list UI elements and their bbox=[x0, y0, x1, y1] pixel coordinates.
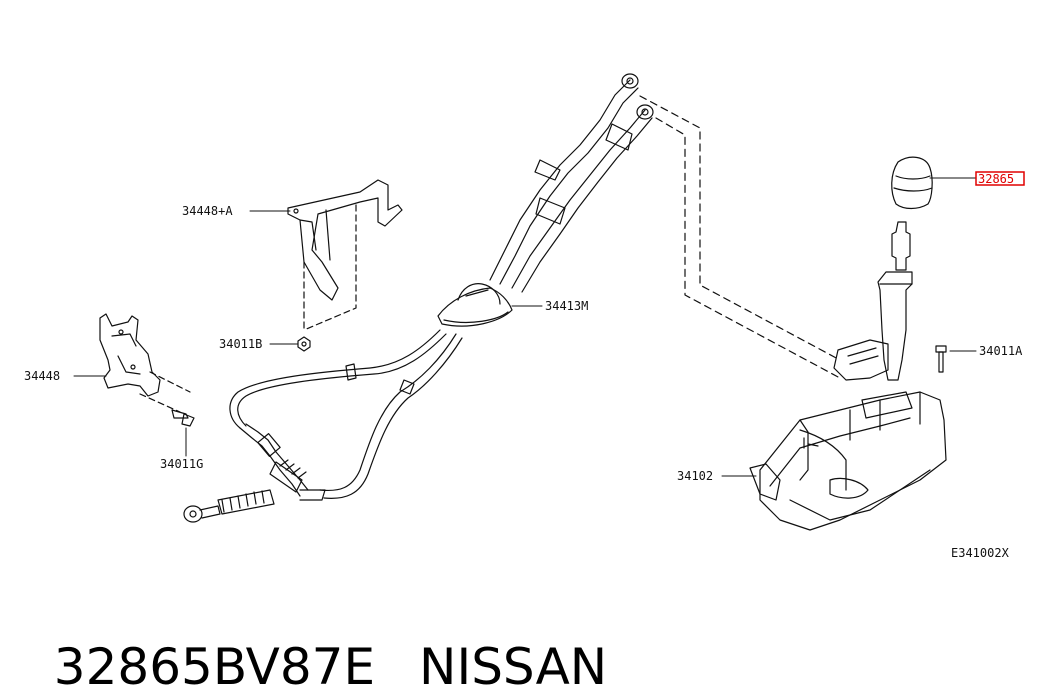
label-34413m: 34413M bbox=[545, 299, 588, 313]
bracket-34448 bbox=[99, 313, 161, 397]
grommet-34413m bbox=[437, 283, 513, 327]
cable-end-assembly bbox=[183, 423, 326, 523]
control-cable-select bbox=[489, 73, 639, 285]
label-34011g: 34011G bbox=[160, 457, 203, 471]
cable-lower-run bbox=[229, 329, 463, 499]
control-cable-shift bbox=[511, 104, 654, 293]
brand-name: NISSAN bbox=[419, 638, 608, 696]
label-34011b: 34011B bbox=[219, 337, 262, 351]
label-34011a: 34011A bbox=[979, 344, 1023, 358]
label-34102: 34102 bbox=[677, 469, 713, 483]
label-32865: 32865 bbox=[978, 172, 1014, 186]
label-34448: 34448 bbox=[24, 369, 60, 383]
shift-knob-32865 bbox=[891, 156, 933, 210]
leader-lines bbox=[73, 177, 977, 477]
bolt-34011a bbox=[935, 345, 947, 373]
shift-lever bbox=[877, 221, 913, 381]
bolt-34011g bbox=[171, 409, 195, 427]
bracket-34448a bbox=[287, 179, 403, 301]
label-34448a: 34448+A bbox=[182, 204, 233, 218]
nut-34011b bbox=[297, 336, 311, 352]
figure-code: E341002X bbox=[951, 546, 1010, 560]
guide-lines bbox=[639, 95, 841, 379]
shifter-base-34102 bbox=[749, 339, 947, 531]
highlight-box bbox=[975, 171, 1025, 186]
parts-diagram: 34448+A 34011B 34448 34011G 34413M 32865… bbox=[24, 73, 1025, 560]
part-number: 32865BV87E bbox=[53, 638, 376, 696]
